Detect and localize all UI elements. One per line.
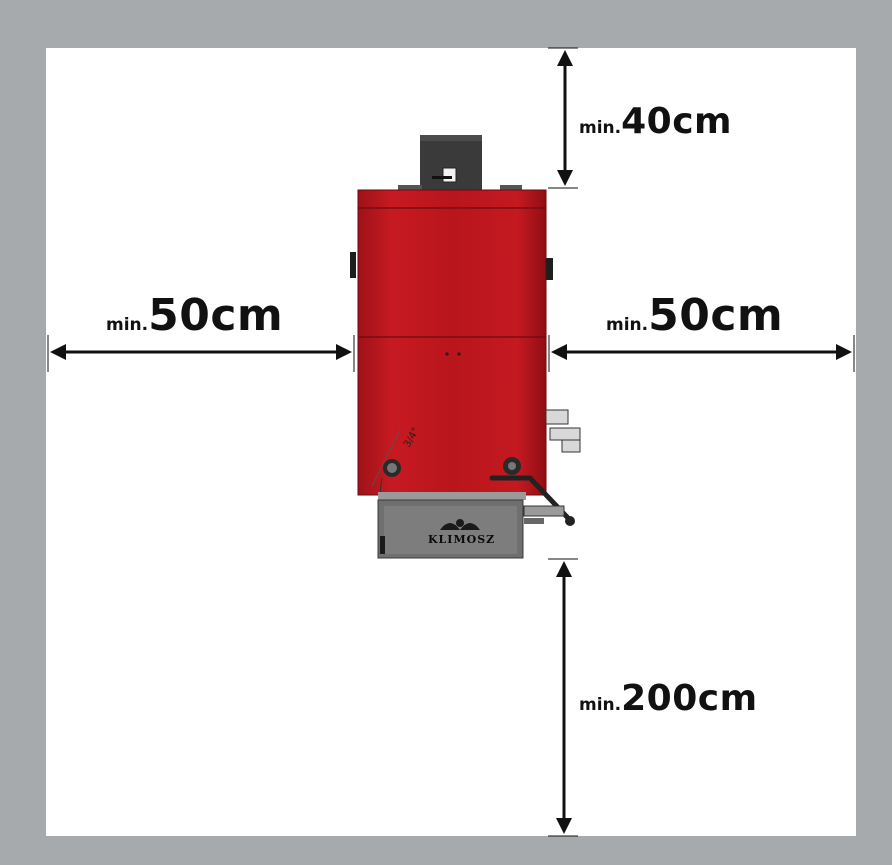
clearance-top-label: min.40cm: [579, 104, 732, 140]
clearance-right-label: min.50cm: [606, 294, 783, 338]
double-arrow-icon: [47, 335, 355, 372]
clearance-left-label: min.50cm: [106, 294, 283, 338]
double-arrow-icon: [548, 558, 578, 837]
clearance-front-prefix: min.: [579, 695, 622, 715]
clearance-right-value: 50cm: [648, 290, 784, 341]
clearance-front-value: 200cm: [621, 678, 758, 719]
clearance-left-value: 50cm: [148, 290, 284, 341]
logo-ornament-icon: [440, 519, 480, 530]
clearance-right-prefix: min.: [606, 315, 649, 335]
double-arrow-icon: [548, 47, 578, 189]
clearance-left-prefix: min.: [106, 315, 149, 335]
clearance-front-label: min.200cm: [579, 681, 758, 717]
clearance-top-value: 40cm: [621, 101, 733, 142]
clearance-top-prefix: min.: [579, 118, 622, 138]
brand-logo: KLIMOSZ: [428, 533, 496, 546]
outlet-fitting-icon: [545, 409, 581, 453]
double-arrow-icon: [548, 335, 855, 372]
chimney-icon: [398, 135, 522, 190]
boiler-icon: [350, 189, 553, 496]
